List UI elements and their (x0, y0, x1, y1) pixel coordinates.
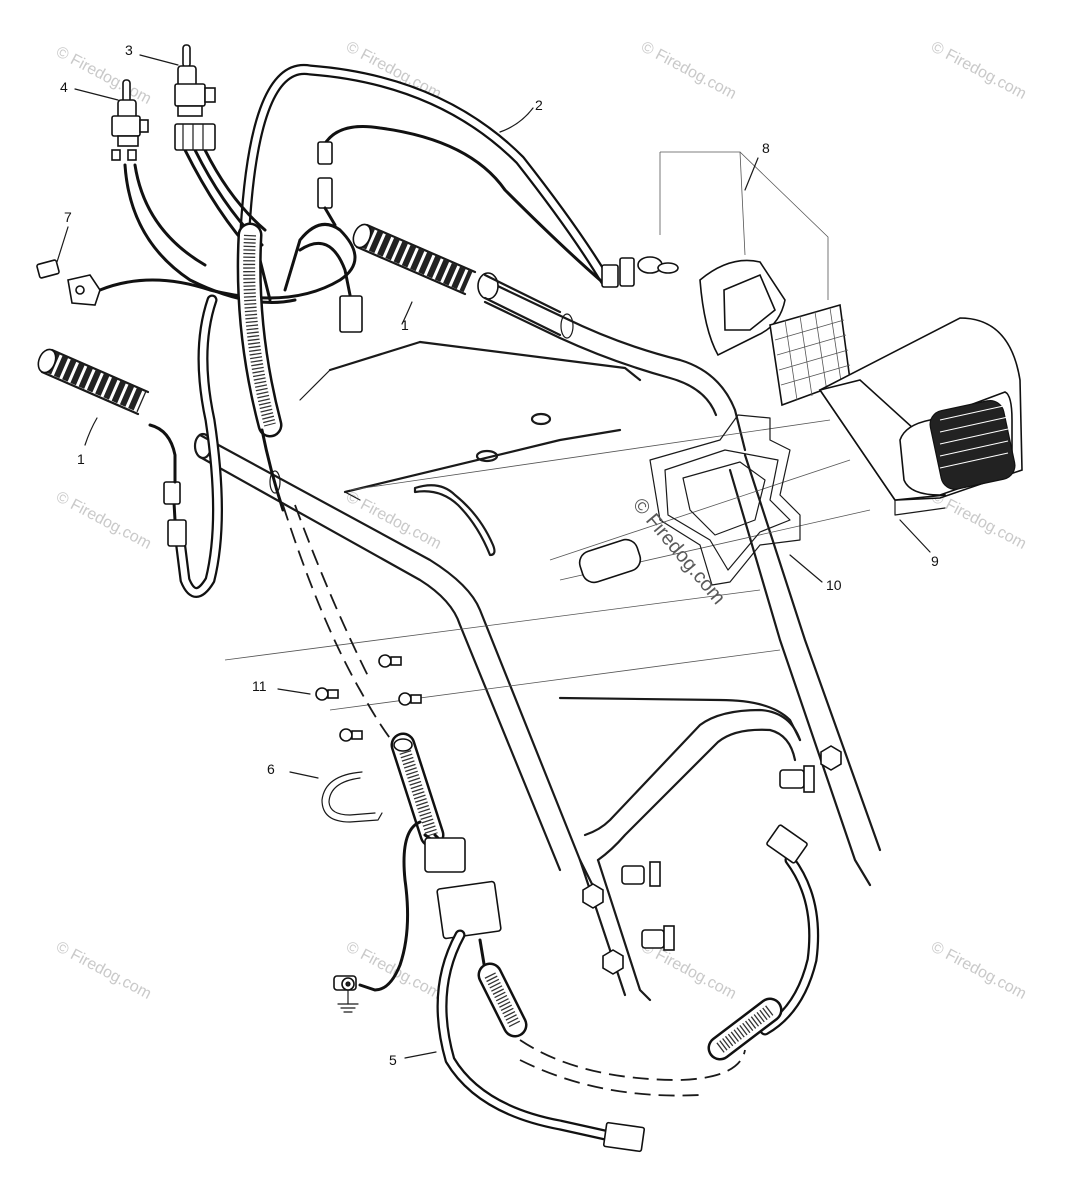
headlight-assembly (637, 151, 1023, 516)
screws-11 (315, 654, 422, 742)
ground-symbol-icon (337, 989, 359, 1013)
screw (315, 687, 339, 701)
callout-9: 9 (931, 553, 939, 569)
switch-3 (174, 44, 216, 151)
callout-1-upper: 1 (401, 317, 409, 333)
fuse-holder-7 (36, 259, 101, 306)
callout-1-lower: 1 (77, 451, 85, 467)
callout-labels: 1 1 2 3 4 5 6 7 8 9 10 11 (60, 42, 939, 1068)
watermark-tile: © Firedog.com (53, 939, 154, 1003)
grip-upper (352, 223, 562, 337)
callout-6: 6 (267, 761, 275, 777)
switch-wiring (98, 148, 363, 598)
watermark-tile: © Firedog.com (928, 39, 1029, 103)
screw (339, 728, 363, 742)
callout-8: 8 (762, 140, 770, 156)
wire-tie-6 (321, 771, 383, 823)
handlebar-frame (193, 278, 882, 1002)
bolt-hardware (582, 745, 842, 975)
watermark-tile: © Firedog.com (53, 489, 154, 553)
screw (398, 692, 422, 706)
watermark-tile: © Firedog.com (53, 44, 154, 108)
wiring-harness-upper (239, 63, 635, 288)
callout-5: 5 (389, 1052, 397, 1068)
callout-2: 2 (535, 97, 543, 113)
watermark-tile: © Firedog.com (638, 39, 739, 103)
watermark-tile: © Firedog.com (928, 939, 1029, 1003)
screw (378, 654, 402, 668)
harness-path-dashed (282, 504, 746, 1097)
callout-4: 4 (60, 79, 68, 95)
callout-3: 3 (125, 42, 133, 58)
callout-7: 7 (64, 209, 72, 225)
callout-11: 11 (252, 678, 267, 694)
watermark-tile: © Firedog.com (928, 489, 1029, 553)
wiring-harness-lower (333, 732, 820, 1153)
grip-lower (37, 348, 177, 484)
switch-4 (111, 79, 149, 161)
callout-10: 10 (826, 577, 842, 593)
watermark-tile: © Firedog.com (343, 939, 444, 1003)
light-bracket (578, 414, 801, 586)
watermark-center: © Firedog.com (628, 494, 729, 609)
callout-leaders (56, 54, 931, 1059)
